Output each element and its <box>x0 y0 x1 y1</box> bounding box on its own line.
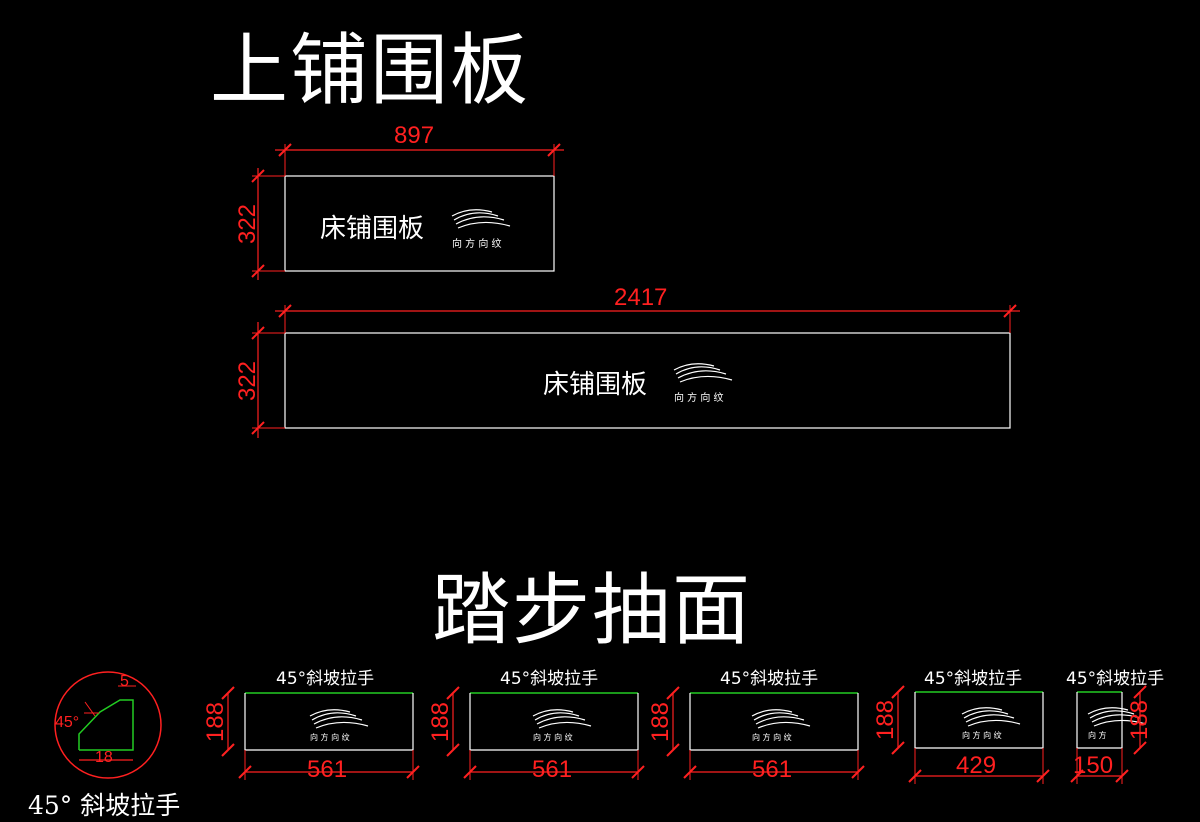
drawer-3: 向 方 向 纹 <box>666 686 865 780</box>
drawer-1-width-value: 561 <box>307 756 348 783</box>
drawer-5-width-value: 150 <box>1073 752 1114 779</box>
panel-1-height-dimension <box>251 168 285 280</box>
drawer-5-label: 45°斜坡拉手 <box>1066 669 1165 689</box>
svg-text:向 方 向 纹: 向 方 向 纹 <box>452 237 502 250</box>
title-bottom: 踏步抽面 <box>432 566 753 656</box>
title-top: 上铺围板 <box>210 26 531 116</box>
handle-bottom-dim-value: 18 <box>95 749 113 766</box>
handle-angle-value: 45° <box>55 714 80 731</box>
panel-1-height-value: 322 <box>234 203 262 245</box>
panel-2-height-value: 322 <box>234 360 262 402</box>
drawer-4-width-value: 429 <box>956 752 997 779</box>
panel-1-label: 床铺围板 <box>320 214 425 244</box>
svg-text:向 方 向 纹: 向 方 向 纹 <box>752 732 792 742</box>
panel-2-grain-symbol: 向 方 向 纹 <box>673 363 733 404</box>
panel-2-height-dimension <box>251 322 285 438</box>
panel-1-grain-symbol: 向 方 向 纹 <box>451 209 511 250</box>
handle-detail-caption: 45° 斜坡拉手 <box>28 791 181 820</box>
drawer-1: 向 方 向 纹 <box>221 686 420 780</box>
svg-text:向 方: 向 方 <box>1088 730 1107 740</box>
drawer-3-label: 45°斜坡拉手 <box>720 669 819 689</box>
svg-text:向 方 向 纹: 向 方 向 纹 <box>674 391 724 404</box>
handle-top-dim-value: 5 <box>120 673 129 690</box>
panel-2-label: 床铺围板 <box>543 370 648 400</box>
drawer-3-height-value: 188 <box>647 701 675 743</box>
drawer-2-label: 45°斜坡拉手 <box>500 669 599 689</box>
drawer-5-height-value: 188 <box>1126 699 1154 741</box>
svg-text:向 方 向 纹: 向 方 向 纹 <box>962 730 1002 740</box>
panel-2-width-value: 2417 <box>614 284 668 311</box>
panel-1-width-dimension <box>275 143 564 176</box>
drawer-2: 向 方 向 纹 <box>446 686 645 780</box>
drawer-3-width-value: 561 <box>752 756 793 783</box>
drawer-4-label: 45°斜坡拉手 <box>924 669 1023 689</box>
drawer-5: 向 方 <box>1070 685 1147 784</box>
drawer-2-width-value: 561 <box>532 756 573 783</box>
svg-text:向 方 向 纹: 向 方 向 纹 <box>533 732 573 742</box>
panel-1-width-value: 897 <box>394 122 435 149</box>
panel-1-outline <box>284 175 555 272</box>
svg-text:向 方 向 纹: 向 方 向 纹 <box>310 732 350 742</box>
panel-2-outline <box>284 332 1011 429</box>
drawer-1-height-value: 188 <box>202 701 230 743</box>
drawer-4-height-value: 188 <box>872 699 900 741</box>
drawer-4: 向 方 向 纹 <box>891 685 1050 784</box>
drawer-2-height-value: 188 <box>427 701 455 743</box>
drawer-1-label: 45°斜坡拉手 <box>276 669 375 689</box>
panel-2-width-dimension <box>275 304 1020 333</box>
handle-detail <box>54 671 162 779</box>
